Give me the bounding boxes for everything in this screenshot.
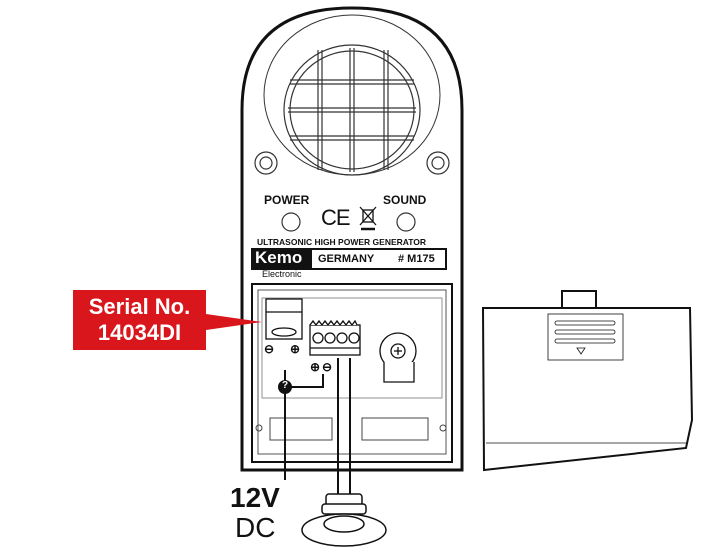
dc-jack — [265, 298, 303, 340]
current-type-label: DC — [235, 512, 276, 543]
unknown-polarity-icon — [278, 380, 292, 394]
power-led — [281, 212, 301, 232]
ce-mark-icon: CE — [321, 205, 351, 230]
brand-sub: Electronic — [262, 269, 302, 279]
country-label: GERMANY — [318, 253, 375, 265]
product-line: ULTRASONIC HIGH POWER GENERATOR — [257, 237, 427, 247]
speaker-grille-icon — [283, 44, 421, 176]
potentiometer — [379, 332, 417, 383]
weee-bin-icon — [359, 206, 377, 231]
sound-led — [396, 212, 416, 232]
terminal-plus-icon: ⊕ — [310, 360, 321, 374]
question-mark: ? — [282, 380, 289, 391]
minus-icon: ⊖ — [264, 342, 275, 356]
battery-cover — [481, 290, 694, 472]
serial-label: Serial No. — [88, 294, 191, 319]
battery-compartment — [251, 283, 453, 463]
sound-label: SOUND — [383, 193, 427, 207]
terminal-minus-icon: ⊖ — [322, 360, 333, 374]
serial-number: 14034DI — [97, 320, 182, 345]
brand-logo: Kemo — [255, 248, 303, 267]
power-label: POWER — [264, 193, 310, 207]
voltage-label: 12V — [230, 482, 280, 513]
plus-icon: ⊕ — [290, 342, 301, 356]
ultrasonic-transducer — [301, 493, 387, 547]
model-number: # M175 — [398, 253, 435, 265]
terminal-block — [309, 319, 361, 356]
serial-callout: Serial No. 14034DI — [73, 290, 206, 350]
